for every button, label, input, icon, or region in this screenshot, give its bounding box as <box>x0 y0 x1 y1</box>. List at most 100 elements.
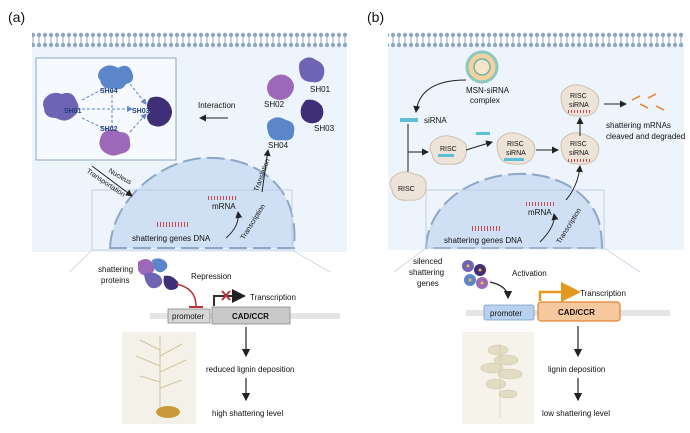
sirna-label: siRNA <box>424 116 447 125</box>
msn-core <box>473 58 491 76</box>
shattering-proteins-label-2: proteins <box>101 276 129 285</box>
uptake-arrow <box>413 79 467 113</box>
repression-label: Repression <box>191 272 231 281</box>
risc-2 <box>496 132 536 165</box>
result-a-2: high shattering level <box>212 409 283 418</box>
result-b-2: low shattering level <box>542 409 610 418</box>
msn-label-2: complex <box>470 96 500 105</box>
shattering-proteins-label-1: shattering <box>98 265 133 274</box>
risc-2-label-1: RISC <box>507 141 524 148</box>
dna-b-label: shattering genes DNA <box>444 236 523 245</box>
translation-arrow <box>261 149 271 193</box>
sh02-protein-box <box>99 129 131 156</box>
nucleus-zoom-box-b <box>425 189 605 249</box>
sh03-protein-box <box>147 96 172 127</box>
nucleus-zoom-box-a <box>91 189 293 251</box>
risc-1 <box>429 135 468 165</box>
risc-1-label: RISC <box>440 146 457 153</box>
transcription-bottom-a: Transcription <box>250 293 296 302</box>
panel-b: (b) MSN-siRNA complex siRNA RISC RISC RI… <box>367 9 685 424</box>
result-a-1: reduced lignin deposition <box>206 365 295 374</box>
interaction-label: Interaction <box>198 101 235 110</box>
risc-4-mrna <box>566 110 592 113</box>
transcription-arrow-a <box>225 211 243 239</box>
repression-line <box>175 283 197 307</box>
zoom-line-b-left <box>393 247 427 273</box>
tss-arrow-a <box>213 289 246 306</box>
export-arrow-b <box>565 165 583 201</box>
panel-a: (a) SH04 SH01 SH03 SH02 SH01 SH02 SH03 <box>8 9 347 424</box>
gene-b <box>537 301 621 322</box>
blocked-icon <box>221 290 231 301</box>
silenced-label-3: genes <box>417 279 439 288</box>
promoter-b <box>483 304 535 321</box>
risc-arrow-1 <box>465 140 493 151</box>
panel-a-label: (a) <box>8 9 25 25</box>
promoter-b-label: promoter <box>490 309 522 318</box>
membrane-b <box>388 32 684 48</box>
activation-label: Activation <box>512 269 547 278</box>
risc-3-label-2: siRNA <box>569 150 589 157</box>
dna-a-label: shattering genes DNA <box>132 234 211 243</box>
zoom-line-a-left <box>69 249 93 273</box>
sh02-protein <box>267 74 294 100</box>
activation-arrow <box>489 281 513 300</box>
degraded-label-1: shattering mRNAs <box>606 121 671 130</box>
silenced-label-1: silenced <box>413 257 442 266</box>
gene-b-label: CAD/CCR <box>558 308 595 317</box>
risc-lone-label: RISC <box>398 186 415 193</box>
shattering-protein-4 <box>163 275 179 290</box>
shattering-protein-1 <box>138 259 155 276</box>
label-sh04: SH04 <box>268 141 289 150</box>
gene-a <box>211 306 291 325</box>
label-sh02: SH02 <box>264 100 285 109</box>
dna-a <box>156 222 188 227</box>
membrane-a <box>32 32 347 48</box>
sh03-protein <box>300 99 324 124</box>
mrna-b <box>526 202 554 206</box>
risc-2-sirna <box>504 158 524 161</box>
panel-b-label: (b) <box>367 9 384 25</box>
label-sh01: SH01 <box>310 85 331 94</box>
risc-3-mrna <box>566 159 592 162</box>
risc-3-label-1: RISC <box>570 141 587 148</box>
silenced-genes-icon <box>462 260 488 289</box>
risc-4 <box>560 84 600 117</box>
panicle-a <box>135 336 187 408</box>
result-b-1: lignin deposition <box>548 365 605 374</box>
silenced-label-2: shattering <box>409 268 444 277</box>
sh01-protein <box>299 57 325 83</box>
sh04-protein-box <box>98 65 134 90</box>
zoom-line-a-right <box>291 249 331 273</box>
risc-3 <box>560 132 600 165</box>
msn-label-1: MSN-siRNA <box>466 86 510 95</box>
promoter-a <box>167 308 211 324</box>
transport-arrow <box>91 165 133 197</box>
risc-4-label-1: RISC <box>570 93 587 100</box>
mrna-a-label: mRNA <box>212 202 236 211</box>
node-sh03: SH03 <box>132 108 150 115</box>
mrna-fragments <box>631 93 665 111</box>
mrna-b-label: mRNA <box>528 208 552 217</box>
transcription-bottom-b: Transcription <box>580 289 626 298</box>
risc-1-sirna <box>438 154 454 157</box>
node-sh02: SH02 <box>100 126 118 133</box>
released-strand <box>476 132 490 135</box>
zoom-line-b-right <box>603 247 641 273</box>
transcription-arrow-b <box>539 213 559 243</box>
node-sh01: SH01 <box>64 108 82 115</box>
sirna-free <box>400 118 418 122</box>
gene-a-label: CAD/CCR <box>232 312 269 321</box>
risc-2-label-2: siRNA <box>506 150 526 157</box>
degraded-label-2: cleaved and degraded <box>606 132 685 141</box>
promoter-a-label: promoter <box>172 312 204 321</box>
dna-b <box>470 226 502 231</box>
sh01-protein-box <box>43 92 79 121</box>
tss-arrow-b <box>538 282 581 302</box>
seed-pile <box>156 406 180 418</box>
node-sh04: SH04 <box>100 88 118 95</box>
risc-lone <box>389 171 427 201</box>
mrna-a <box>208 196 236 200</box>
sh04-protein <box>267 117 295 141</box>
